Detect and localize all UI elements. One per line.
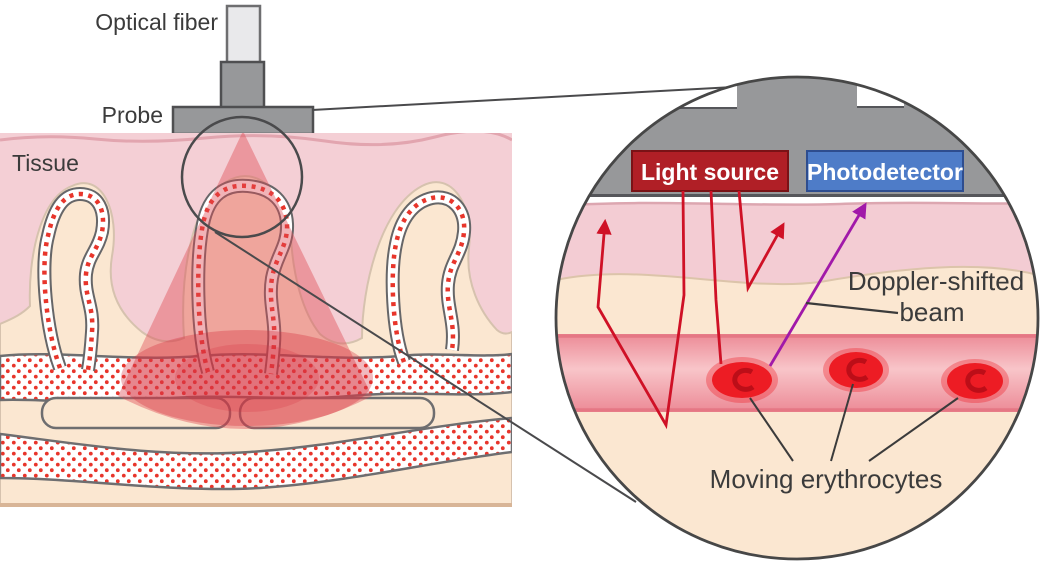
capillary-loop-left [37,186,110,372]
doppler-label-line1: Doppler-shifted [848,266,1024,296]
magnifier-circle [180,115,304,239]
tissue-island-right [238,396,436,430]
photodetector-box: Photodetector [806,150,964,192]
light-source-label: Light source [641,159,779,185]
photodetector-label: Photodetector [807,159,963,185]
vessel-band-lower [0,416,512,491]
tissue-label: Tissue [12,150,79,176]
moving-erythrocytes-label: Moving erythrocytes [710,464,943,494]
magnified-surface-line [556,201,1038,208]
capillary-loop-middle [191,178,295,375]
erythrocyte-pointer-lines [749,383,959,462]
optical-fiber-label: Optical fiber [95,9,218,35]
beam-incident-to-erythrocyte [709,190,723,365]
doppler-label-line2: beam [899,297,964,327]
probe-notch-left [672,77,737,108]
erythrocyte-1 [706,357,778,403]
capillary-loop-right [385,190,472,365]
erythrocyte-2 [823,348,889,392]
probe [171,60,315,136]
magnified-pink-band [556,202,1038,285]
light-source-box: Light source [631,150,789,192]
callout-line-top [311,86,735,111]
callout-line-bottom [214,231,637,503]
beam-scattered-escaping [596,190,686,430]
optical-fiber [225,4,262,66]
probe-label: Probe [102,102,163,128]
tissue-block [0,133,512,507]
probe-neck [219,60,266,111]
doppler-pointer-line [805,301,899,315]
probe-flange [171,105,315,136]
laser-cone [118,133,373,429]
tissue-surface-line [0,133,512,147]
beam-backscattered [737,190,785,293]
tissue-island-left [40,396,232,430]
doppler-shifted-beam-arrow [768,202,867,367]
magnified-circle-outline [554,75,1040,561]
erythrocyte-3 [941,359,1009,403]
